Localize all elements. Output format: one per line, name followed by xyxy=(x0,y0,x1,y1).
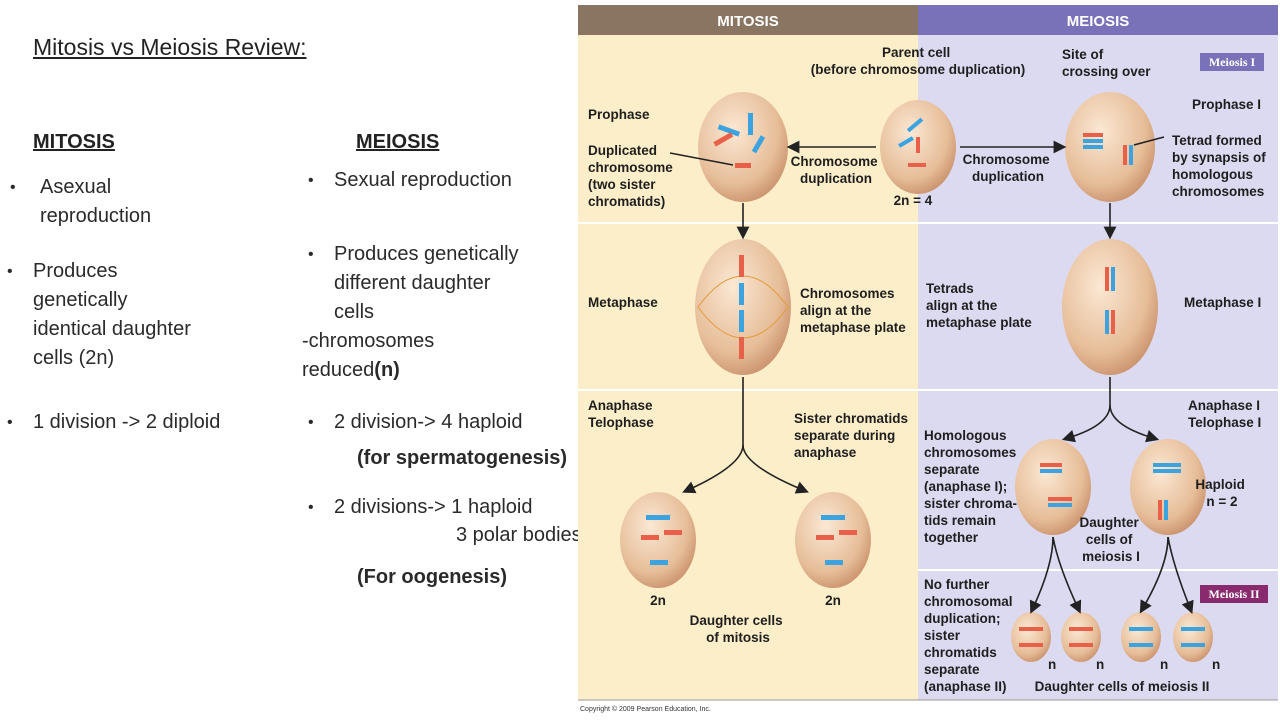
cell-prophase1 xyxy=(1065,92,1155,202)
label-no-further-duplication: No further chromosomal duplication; sist… xyxy=(924,577,1016,694)
label-2n-right: 2n xyxy=(825,593,841,608)
figure-copyright: Copyright © 2009 Pearson Education, Inc. xyxy=(580,705,711,713)
label-anaphase-telophase: Anaphase Telophase xyxy=(588,398,656,430)
cell-daughter-meiosis1-left xyxy=(1015,439,1091,535)
mitosis-heading: MITOSIS xyxy=(33,131,115,153)
label-haploid: Haploid n = 2 xyxy=(1195,477,1248,509)
label-n-2: n xyxy=(1096,657,1104,672)
cell-metaphase1 xyxy=(1062,239,1158,375)
label-sister-chromatids: Sister chromatids separate during anapha… xyxy=(794,411,912,460)
label-prophase1: Prophase I xyxy=(1192,97,1261,112)
label-duplicated-chromosome: Duplicated chromosome (two sister chroma… xyxy=(588,143,677,209)
meiosis2-tag-label: Meiosis II xyxy=(1209,587,1260,601)
label-metaphase1: Metaphase I xyxy=(1184,295,1261,310)
meiosis1-tag-label: Meiosis I xyxy=(1209,55,1256,69)
meiosis-heading: MEIOSIS xyxy=(356,131,440,153)
label-n-1: n xyxy=(1048,657,1056,672)
label-chromosome-duplication-mitosis: Chromosome duplication xyxy=(791,154,882,186)
label-parent-cell: Parent cell (before chromosome duplicati… xyxy=(811,45,1026,77)
figure-arrows xyxy=(669,136,1194,614)
mitosis-bullet-asexual: • Asexual reproduction xyxy=(10,176,152,227)
label-daughter-mitosis: Daughter cells of mitosis xyxy=(690,613,787,645)
label-2n-4: 2n = 4 xyxy=(894,193,933,208)
mitosis-bullet-identical: • Produces genetically identical daughte… xyxy=(7,260,191,369)
label-prophase: Prophase xyxy=(588,107,650,122)
oogenesis-note: (For oogenesis) xyxy=(357,566,508,588)
cell-metaphase-mitosis xyxy=(695,239,791,375)
label-tetrad-formed: Tetrad formed by synapsis of homologous … xyxy=(1172,133,1270,199)
mitosis-header: MITOSIS xyxy=(717,13,778,30)
meiosis2-tag xyxy=(1200,585,1268,603)
label-metaphase: Metaphase xyxy=(588,295,658,310)
slide-title: Mitosis vs Meiosis Review: xyxy=(33,34,307,60)
label-daughter-meiosis2: Daughter cells of meiosis II xyxy=(1035,679,1210,694)
cell-daughter-meiosis1-right xyxy=(1130,439,1206,535)
cell-daughter-mitosis-left xyxy=(620,492,696,588)
meiosis1-tag xyxy=(1200,53,1264,71)
label-chromosomes-align: Chromosomes align at the metaphase plate xyxy=(800,286,906,335)
meiosis-header-bar xyxy=(918,5,1278,35)
label-anaphase-telophase1: Anaphase I Telophase I xyxy=(1188,398,1264,430)
label-tetrads-align: Tetrads align at the metaphase plate xyxy=(926,281,1032,330)
spermatogenesis-note: (for spermatogenesis) xyxy=(357,447,568,469)
meiosis-bullet-spermatogenesis: • 2 division-> 4 haploid xyxy=(308,411,523,433)
mitosis-meiosis-figure: MITOSIS MEIOSIS Meiosis I Meiosis II xyxy=(578,5,1278,713)
meiosis-bullet-oogenesis: • 2 divisions-> 1 haploid xyxy=(308,496,533,518)
polar-bodies-text: 3 polar bodies xyxy=(456,524,582,546)
label-n-3: n xyxy=(1160,657,1168,672)
label-daughter-meiosis1: Daughter cells of meiosis I xyxy=(1079,515,1142,564)
cells-daughter-meiosis2 xyxy=(1011,612,1213,662)
label-chromosome-duplication-meiosis: Chromosome duplication xyxy=(963,152,1054,184)
cell-parent xyxy=(880,100,956,194)
label-site-crossing: Site of crossing over xyxy=(1062,47,1151,79)
meiosis-bullet-sexual: • Sexual reproduction xyxy=(308,169,512,191)
meiosis-header: MEIOSIS xyxy=(1067,13,1130,30)
meiosis-bullet-different: • Produces genetically different daughte… xyxy=(308,243,519,323)
cell-prophase-mitosis xyxy=(698,92,788,202)
label-2n-left: 2n xyxy=(650,593,666,608)
cell-daughter-mitosis-right xyxy=(795,492,871,588)
label-homologous-separate: Homologous chromosomes separate (anaphas… xyxy=(924,428,1021,545)
mitosis-header-bar xyxy=(578,5,918,35)
meiosis-chromosomes-reduced: -chromosomes reduced(n) xyxy=(302,330,435,381)
mitosis-bullet-division: • 1 division -> 2 diploid xyxy=(7,411,221,433)
label-n-4: n xyxy=(1212,657,1220,672)
